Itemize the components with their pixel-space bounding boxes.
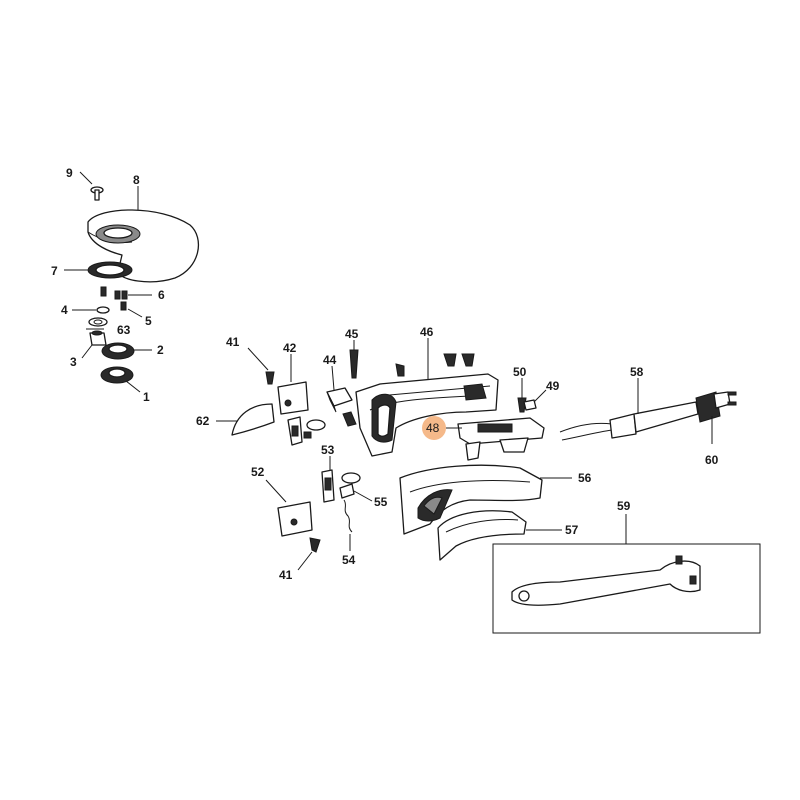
part-44-trigger[interactable] (326, 387, 353, 413)
label-41-top[interactable]: 41 (226, 335, 240, 349)
label-50[interactable]: 50 (513, 365, 527, 379)
label-62[interactable]: 62 (196, 414, 210, 428)
part-45-screws[interactable] (342, 349, 475, 427)
part-41-screw-bottom[interactable] (309, 537, 321, 553)
part-labels: 9 8 7 6 4 5 63 3 2 1 41 42 44 45 46 50 4… (51, 166, 719, 582)
label-42[interactable]: 42 (283, 341, 297, 355)
label-8[interactable]: 8 (133, 173, 140, 187)
part-63-ring[interactable] (88, 317, 108, 327)
part-41-screw-top[interactable] (265, 371, 275, 385)
label-52[interactable]: 52 (251, 465, 265, 479)
label-7[interactable]: 7 (51, 264, 58, 278)
part-59-pin-spanner[interactable] (511, 555, 701, 606)
part-49-clip[interactable] (523, 399, 537, 411)
part-8-wheel-guard[interactable] (87, 209, 199, 283)
label-2[interactable]: 2 (157, 343, 164, 357)
label-58[interactable]: 58 (630, 365, 644, 379)
label-45[interactable]: 45 (345, 327, 359, 341)
highlight-marker (422, 416, 446, 440)
part-42-plate[interactable] (277, 381, 309, 415)
part-1-flange-nut[interactable] (100, 366, 134, 384)
label-1[interactable]: 1 (143, 390, 150, 404)
label-41-bottom[interactable]: 41 (279, 568, 293, 582)
part-2-flange[interactable] (101, 342, 135, 360)
label-44[interactable]: 44 (323, 353, 337, 367)
label-57[interactable]: 57 (565, 523, 579, 537)
label-9[interactable]: 9 (66, 166, 73, 180)
part-9-bolt[interactable] (90, 186, 104, 201)
part-5-screw[interactable] (120, 301, 127, 311)
label-3[interactable]: 3 (70, 355, 77, 369)
part-62-cover[interactable] (231, 403, 275, 436)
part-6-screw[interactable] (114, 290, 128, 300)
label-4[interactable]: 4 (61, 303, 68, 317)
label-48[interactable]: 48 (426, 421, 440, 435)
part-42-bracket[interactable] (287, 416, 326, 446)
lower-parts (277, 464, 761, 634)
part-7-clamp-ring[interactable] (87, 261, 133, 279)
part-3-lock-nut[interactable] (89, 330, 107, 346)
label-6[interactable]: 6 (158, 288, 165, 302)
label-5[interactable]: 5 (145, 314, 152, 328)
part-48-switch[interactable] (457, 417, 545, 461)
part-60-plug[interactable] (695, 391, 737, 423)
label-59[interactable]: 59 (617, 499, 631, 513)
part-52-plate[interactable] (277, 501, 313, 537)
label-46[interactable]: 46 (420, 325, 434, 339)
label-63[interactable]: 63 (117, 323, 131, 337)
part-46-housing-half[interactable] (355, 373, 499, 457)
part-55-clip[interactable] (339, 483, 355, 499)
leader-lines (64, 171, 713, 571)
label-49[interactable]: 49 (546, 379, 560, 393)
switch-assembly (231, 371, 353, 446)
part-4-washer[interactable] (96, 286, 110, 314)
part-54-spring[interactable] (343, 499, 353, 533)
part-56-handle-half[interactable] (399, 464, 543, 535)
power-cable-assembly (559, 391, 737, 441)
part-53-bracket[interactable] (321, 469, 361, 503)
part-58-power-cable[interactable] (559, 401, 699, 441)
label-56[interactable]: 56 (578, 471, 592, 485)
part-57-grip-cover[interactable] (437, 510, 527, 561)
label-60[interactable]: 60 (705, 453, 719, 467)
label-53[interactable]: 53 (321, 443, 335, 457)
housing-assembly (342, 349, 545, 461)
label-54[interactable]: 54 (342, 553, 356, 567)
guard-assembly (87, 186, 199, 384)
label-55[interactable]: 55 (374, 495, 388, 509)
